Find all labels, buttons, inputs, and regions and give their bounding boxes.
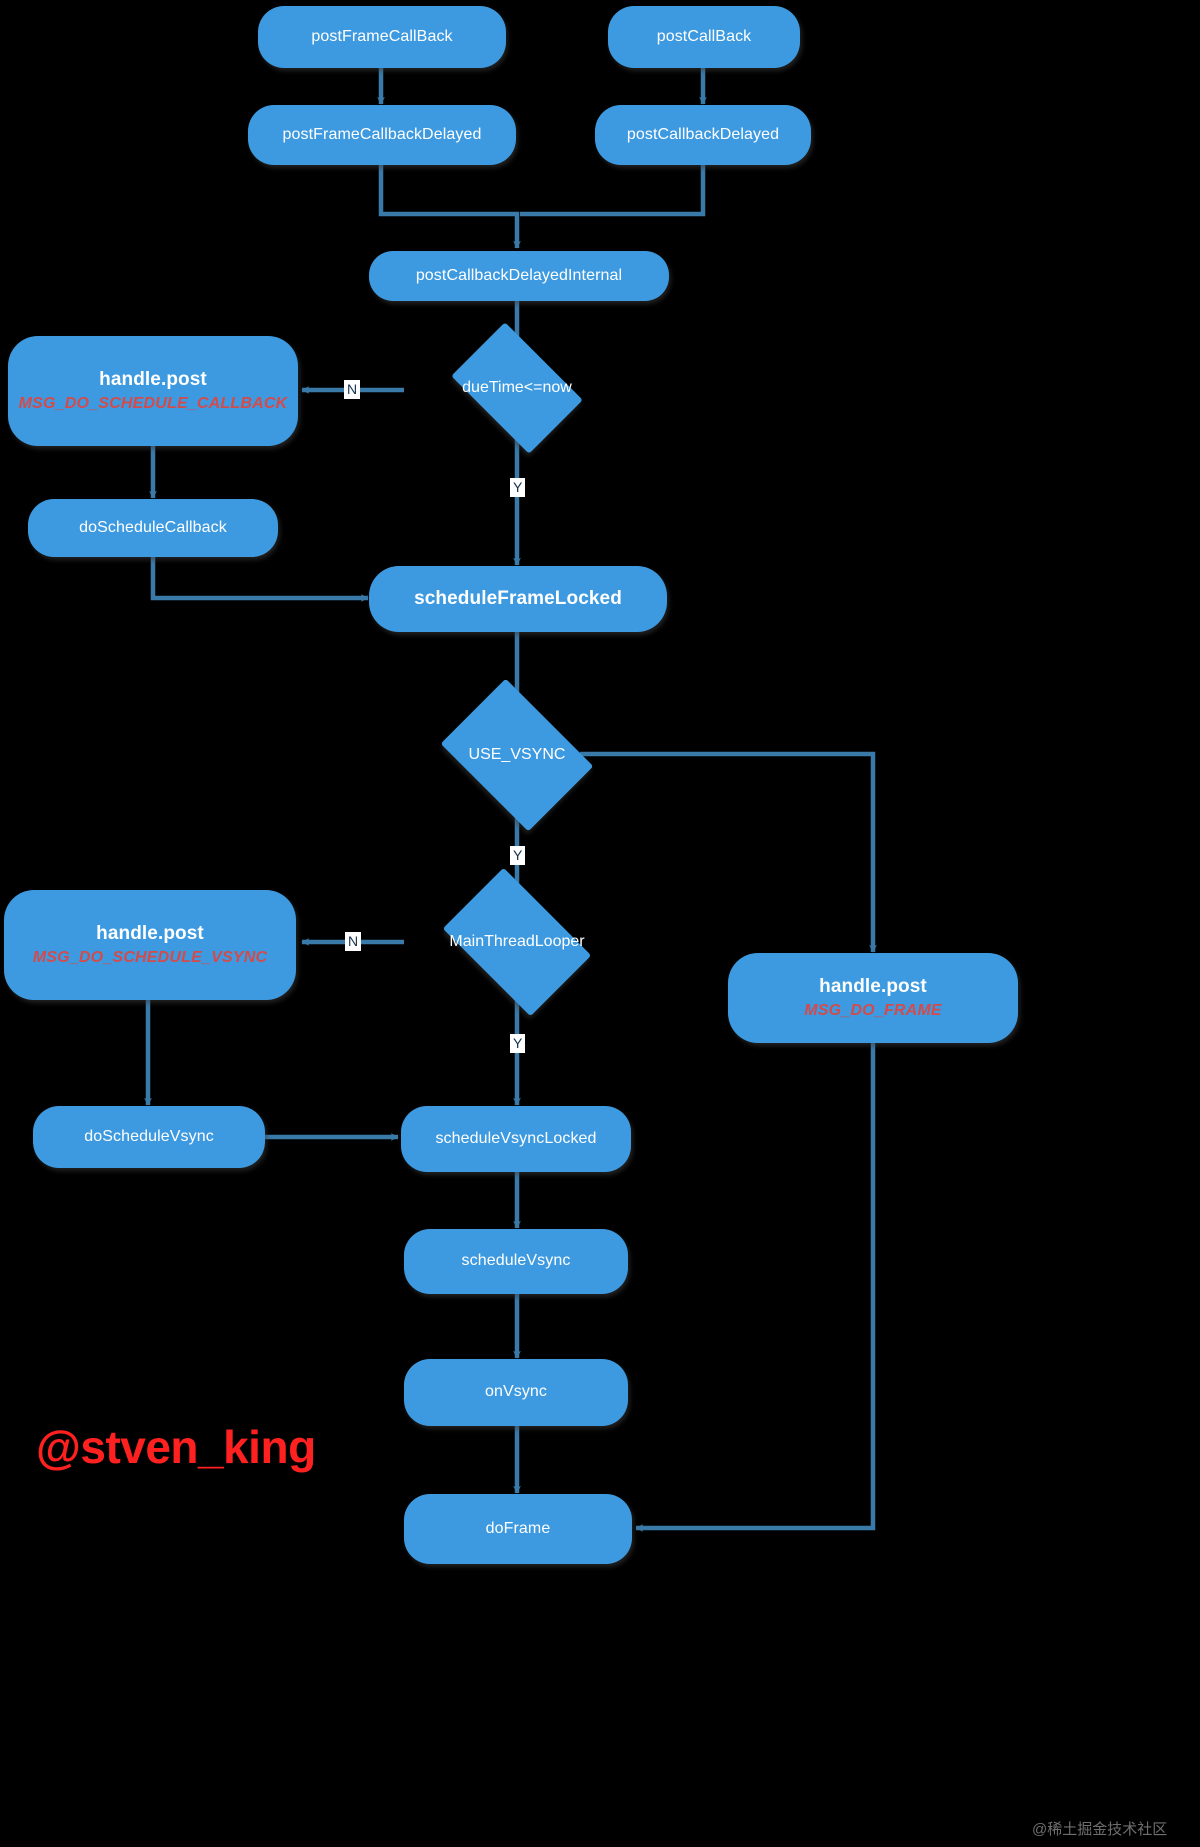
edge-label-main-thread-looper-yes: Y [510,1034,526,1053]
decision-due-time[interactable]: dueTime<=now [451,322,583,454]
author-watermark: @stven_king [36,1421,316,1473]
node-post-frame-callback[interactable]: postFrameCallBack [258,6,506,68]
decision-label: MainThreadLooper [449,933,585,950]
node-on-vsync[interactable]: onVsync [404,1359,628,1426]
node-label: scheduleVsync [461,1252,571,1270]
node-post-callback-delayed-internal[interactable]: postCallbackDelayedInternal [369,251,669,301]
node-label: postFrameCallBack [311,27,453,45]
decision-label: dueTime<=now [462,379,572,396]
node-do-schedule-callback[interactable]: doScheduleCallback [28,499,278,557]
node-label-message: MSG_DO_FRAME [804,1001,942,1019]
node-schedule-vsync[interactable]: scheduleVsync [404,1229,628,1294]
node-label-primary: handle.post [99,368,207,390]
node-post-callback[interactable]: postCallBack [608,6,800,68]
node-label-message: MSG_DO_SCHEDULE_CALLBACK [18,394,288,412]
node-label: postFrameCallbackDelayed [282,125,482,143]
node-label: doScheduleVsync [84,1127,214,1145]
edge-label-main-thread-looper-no: N [345,932,362,951]
node-handle-post-schedule-callback[interactable]: handle.post MSG_DO_SCHEDULE_CALLBACK [8,336,298,446]
decision-label: USE_VSYNC [468,746,566,763]
node-handle-post-do-frame[interactable]: handle.post MSG_DO_FRAME [728,953,1018,1043]
node-handle-post-schedule-vsync[interactable]: handle.post MSG_DO_SCHEDULE_VSYNC [4,890,296,1000]
node-do-frame[interactable]: doFrame [404,1494,632,1564]
node-post-callback-delayed[interactable]: postCallbackDelayed [595,105,811,165]
node-label: postCallBack [656,27,752,45]
edge-label-use-vsync-yes: Y [510,846,526,865]
node-schedule-frame-locked[interactable]: scheduleFrameLocked [369,566,667,632]
decision-main-thread-looper[interactable]: MainThreadLooper [442,867,592,1017]
decision-use-vsync[interactable]: USE_VSYNC [440,678,594,832]
node-post-frame-callback-delayed[interactable]: postFrameCallbackDelayed [248,105,516,165]
edge-label-due-time-no: N [344,380,361,399]
node-label-primary: handle.post [96,922,204,944]
edge-label-due-time-yes: Y [510,478,526,497]
node-label: doScheduleCallback [79,518,227,536]
node-label: postCallbackDelayedInternal [415,266,623,284]
site-watermark: @稀土掘金技术社区 [1032,1821,1168,1838]
node-label: postCallbackDelayed [626,125,780,143]
node-schedule-vsync-locked[interactable]: scheduleVsyncLocked [401,1106,631,1172]
node-label: onVsync [484,1383,548,1401]
node-label: scheduleVsyncLocked [435,1129,597,1147]
node-label: scheduleFrameLocked [414,588,622,610]
node-label: doFrame [485,1519,551,1537]
node-label-primary: handle.post [819,975,927,997]
node-label-message: MSG_DO_SCHEDULE_VSYNC [32,948,268,966]
node-do-schedule-vsync[interactable]: doScheduleVsync [33,1106,265,1168]
